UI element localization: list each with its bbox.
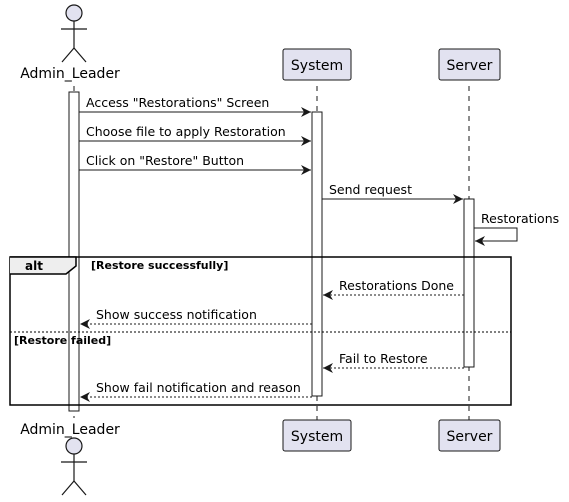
participant-admin-bottom: Admin_Leader — [20, 422, 120, 496]
alt-frame: alt [Restore successfully] [Restore fail… — [9, 256, 512, 406]
participant-label: System — [291, 58, 343, 74]
message-restorations-self: Restorations — [474, 211, 559, 246]
actor-icon — [61, 4, 87, 63]
message-restorations-done: Restorations Done — [323, 278, 464, 300]
participant-system-bottom: System — [282, 419, 352, 452]
participant-label: Admin_Leader — [20, 66, 120, 82]
participant-label: System — [291, 429, 343, 445]
guard-success: [Restore successfully] — [91, 259, 228, 272]
svg-text:Show success notification: Show success notification — [96, 307, 257, 322]
activation-server — [463, 198, 475, 368]
svg-text:Restorations: Restorations — [481, 211, 559, 226]
alt-keyword: alt — [25, 259, 43, 273]
svg-text:Fail to Restore: Fail to Restore — [339, 351, 428, 366]
svg-text:Send request: Send request — [329, 182, 412, 197]
participant-label: Server — [447, 429, 493, 445]
svg-text:Access "Restorations" Screen: Access "Restorations" Screen — [86, 95, 269, 110]
svg-text:Restorations Done: Restorations Done — [339, 278, 454, 293]
participant-server-top: Server — [438, 48, 501, 81]
message-show-fail: Show fail notification and reason — [80, 380, 312, 402]
participant-system-top: System — [282, 48, 352, 81]
svg-text:Click on "Restore" Button: Click on "Restore" Button — [86, 153, 244, 168]
participant-server-bottom: Server — [438, 419, 501, 452]
guard-failed: [Restore failed] — [14, 334, 111, 347]
message-show-success: Show success notification — [80, 307, 312, 329]
message-send-request: Send request — [322, 182, 463, 204]
message-choose-file: Choose file to apply Restoration — [79, 124, 311, 146]
participant-label: Server — [447, 58, 493, 74]
participant-admin-top: Admin_Leader — [20, 4, 120, 82]
participant-label: Admin_Leader — [20, 422, 120, 438]
svg-text:Choose file to apply Restorati: Choose file to apply Restoration — [86, 124, 286, 139]
activation-system — [311, 111, 323, 397]
actor-icon — [61, 437, 87, 496]
message-fail-to-restore: Fail to Restore — [323, 351, 464, 373]
svg-text:Show fail notification and rea: Show fail notification and reason — [96, 380, 301, 395]
message-click-restore: Click on "Restore" Button — [79, 153, 311, 175]
activation-admin — [68, 91, 80, 412]
message-access-screen: Access "Restorations" Screen — [79, 95, 311, 117]
